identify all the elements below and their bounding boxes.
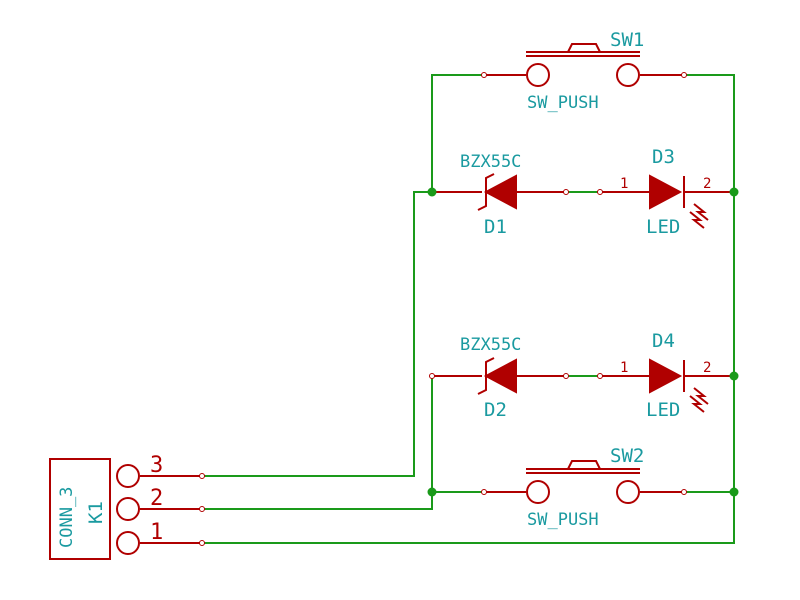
wire-k1-pin2 xyxy=(201,375,433,510)
d2-ref: D2 xyxy=(484,399,507,421)
led-d3[interactable] xyxy=(597,174,735,229)
diode-d2[interactable] xyxy=(429,357,569,395)
pin-endpoint xyxy=(481,72,487,78)
switch-sw1[interactable] xyxy=(481,43,687,87)
pin-endpoint xyxy=(681,72,687,78)
d3-pin2: 2 xyxy=(703,176,711,192)
d4-pin2: 2 xyxy=(703,360,711,376)
d3-ref: D3 xyxy=(652,146,675,168)
pin-endpoint xyxy=(199,540,205,546)
switch-sw2[interactable] xyxy=(481,460,687,504)
pin-endpoint xyxy=(681,489,687,495)
d1-value: BZX55C xyxy=(460,152,521,172)
wires xyxy=(201,74,735,544)
wire-right-bus xyxy=(201,74,735,544)
pin-endpoint xyxy=(199,473,205,479)
k1-pin1: 1 xyxy=(150,520,163,545)
junction-dot xyxy=(427,487,437,497)
k1-pin2: 2 xyxy=(150,486,163,511)
junction-dot xyxy=(729,371,739,381)
k1-pin3: 3 xyxy=(150,453,163,478)
k1-ref: K1 xyxy=(85,501,107,524)
pin-endpoint xyxy=(563,373,569,379)
pin-endpoint xyxy=(481,489,487,495)
sw2-value: SW_PUSH xyxy=(527,510,599,530)
pin-endpoint xyxy=(563,189,569,195)
pin-endpoint xyxy=(199,506,205,512)
d3-pin1: 1 xyxy=(620,176,628,192)
d2-value: BZX55C xyxy=(460,335,521,355)
d4-value: LED xyxy=(646,399,680,421)
junction-dot xyxy=(729,187,739,197)
led-d4[interactable] xyxy=(597,358,735,413)
d4-pin1: 1 xyxy=(620,360,628,376)
sw1-value: SW_PUSH xyxy=(527,93,599,113)
junctions xyxy=(427,187,739,497)
connector-k1[interactable] xyxy=(49,458,205,560)
sw1-ref: SW1 xyxy=(610,29,644,51)
junction-dot xyxy=(729,487,739,497)
sw2-ref: SW2 xyxy=(610,445,644,467)
diode-d1[interactable] xyxy=(432,173,569,211)
junction-dot xyxy=(427,187,437,197)
d3-value: LED xyxy=(646,216,680,238)
wire-k1-pin3 xyxy=(201,191,433,477)
k1-value: CONN_3 xyxy=(57,487,77,548)
pin-endpoint xyxy=(597,373,603,379)
pin-endpoint xyxy=(429,373,435,379)
d4-ref: D4 xyxy=(652,330,675,352)
wire-left-upper xyxy=(431,74,485,193)
pin-endpoint xyxy=(597,189,603,195)
d1-ref: D1 xyxy=(484,216,507,238)
